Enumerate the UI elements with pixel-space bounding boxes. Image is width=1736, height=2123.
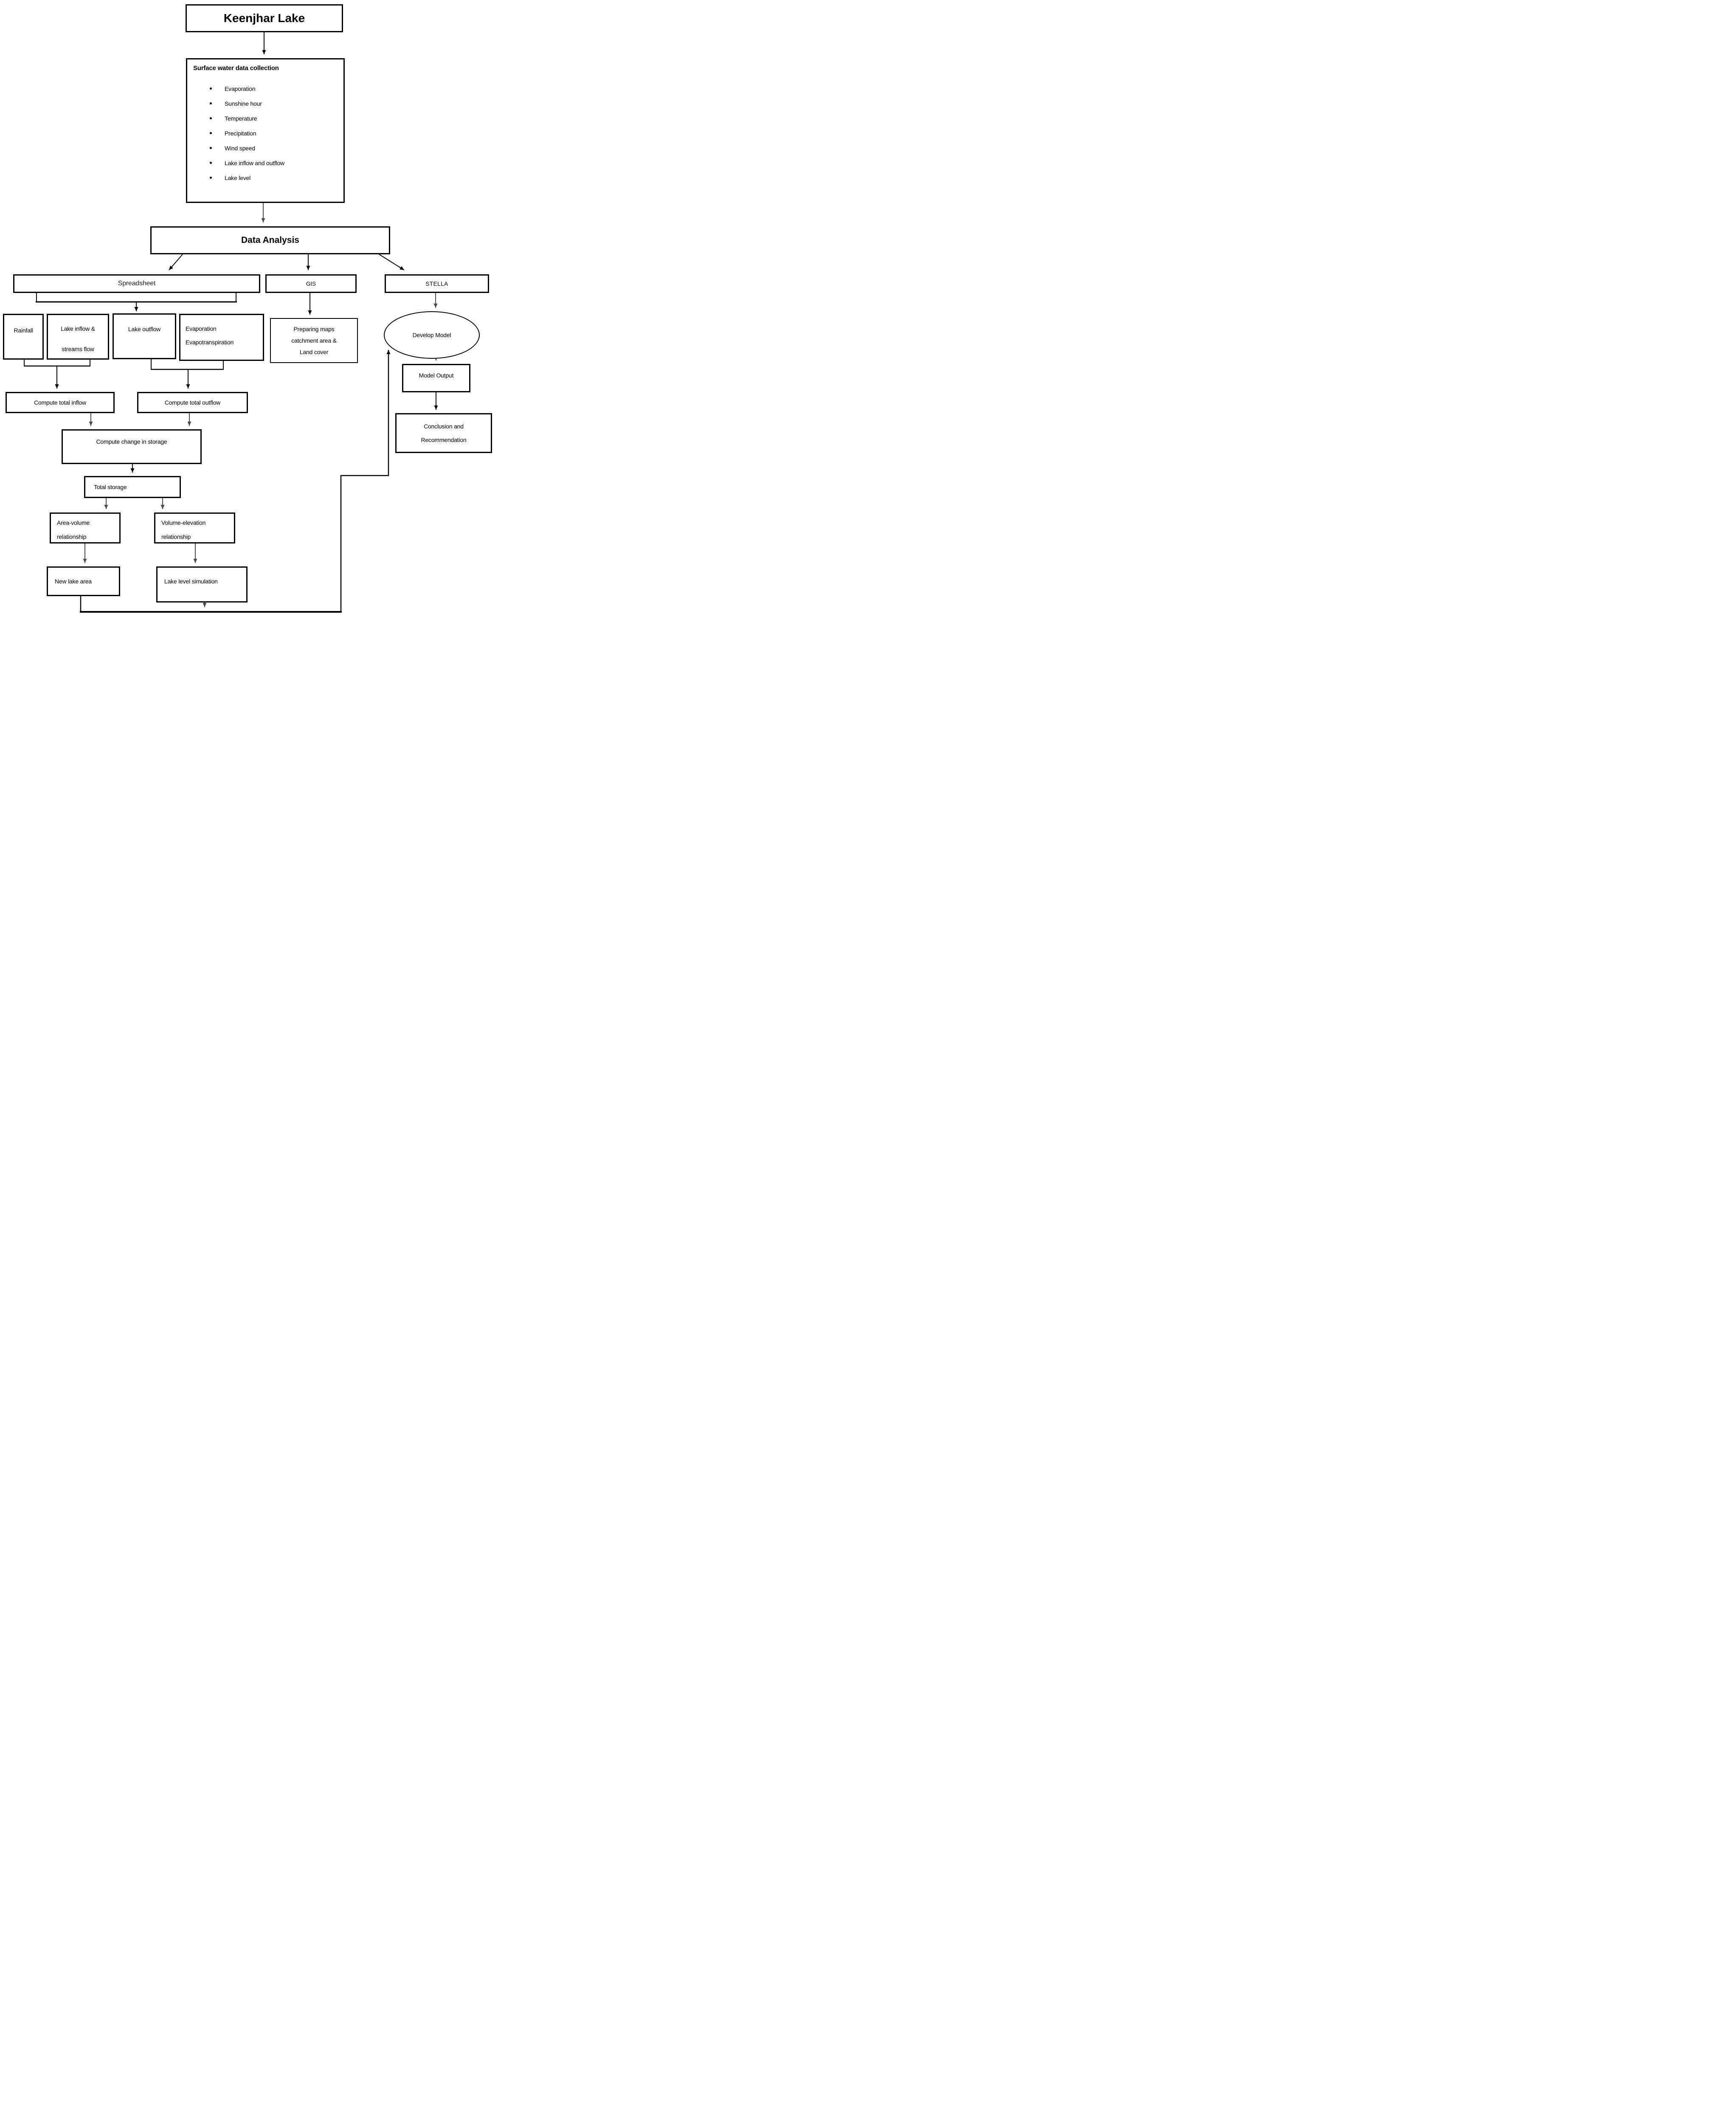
list-item: Evaporation xyxy=(210,81,343,96)
bullet-icon xyxy=(210,132,212,134)
node-label: STELLA xyxy=(425,280,448,287)
node-spreadsheet: Spreadsheet xyxy=(13,274,260,293)
bracket-to-compute-outflow xyxy=(151,359,224,389)
feedback-path-to-develop-model xyxy=(80,350,391,613)
list-item: Sunshine hour xyxy=(210,96,343,111)
node-label: Compute total outflow xyxy=(164,399,221,406)
node-label-line1: Preparing maps xyxy=(293,326,335,332)
node-label: New lake area xyxy=(55,578,92,585)
bracket-spreadsheet xyxy=(36,293,237,311)
node-label-line1: Conclusion and xyxy=(424,423,464,430)
node-label-line2: Recommendation xyxy=(421,436,467,443)
node-label-line1: Area-volume xyxy=(57,519,90,526)
bullet-icon xyxy=(210,147,212,149)
node-compute-total-outflow: Compute total outflow xyxy=(137,392,248,413)
node-lake-level-simulation: Lake level simulation xyxy=(156,566,248,603)
node-label: GIS xyxy=(306,280,316,287)
node-lake-inflow-streams-flow: Lake inflow & streams flow xyxy=(47,314,109,360)
node-stella: STELLA xyxy=(385,274,489,293)
node-data-analysis: Data Analysis xyxy=(150,226,390,254)
list-item: Lake inflow and outflow xyxy=(210,155,343,170)
list-item: Wind speed xyxy=(210,141,343,155)
node-label: Model Output xyxy=(419,372,454,379)
node-new-lake-area: New lake area xyxy=(47,566,120,596)
node-develop-model-ellipse: Develop Model xyxy=(384,311,480,359)
node-label-line2: catchment area & xyxy=(291,337,337,344)
node-label-line2: relationship xyxy=(161,533,191,540)
bullet-icon xyxy=(210,117,212,119)
edge-data-analysis-to-stella xyxy=(379,254,405,270)
node-surface-water-data-collection: Surface water data collection Evaporatio… xyxy=(186,58,345,203)
list-item: Precipitation xyxy=(210,126,343,141)
node-lake-outflow: Lake outflow xyxy=(113,313,176,359)
node-label-line2: streams flow xyxy=(62,346,94,352)
flowchart-canvas: Keenjhar Lake Surface water data collect… xyxy=(0,0,492,614)
node-volume-elevation-relationship: Volume-elevation relationship xyxy=(154,512,235,543)
bullet-icon xyxy=(210,177,212,179)
node-label-line1: Evaporation xyxy=(186,325,217,332)
node-label: Lake level simulation xyxy=(164,578,218,585)
node-label-line3: Land cover xyxy=(299,349,329,355)
list-item: Lake level xyxy=(210,170,343,185)
node-area-volume-relationship: Area-volume relationship xyxy=(50,512,121,543)
node-keenjhar-lake: Keenjhar Lake xyxy=(186,4,343,32)
bullet-icon xyxy=(210,162,212,164)
connector-lines xyxy=(24,32,438,613)
node-label: Data Analysis xyxy=(241,235,299,245)
node-conclusion-recommendation: Conclusion and Recommendation xyxy=(395,413,492,453)
node-gis: GIS xyxy=(265,274,357,293)
node-label-line2: Evapotranspiration xyxy=(186,339,234,346)
surface-water-bullet-list: Evaporation Sunshine hour Temperature Pr… xyxy=(187,81,343,185)
node-preparing-maps: Preparing maps catchment area & Land cov… xyxy=(270,318,358,363)
node-compute-change-in-storage: Compute change in storage xyxy=(62,429,202,464)
bullet-icon xyxy=(210,102,212,104)
node-label: Lake outflow xyxy=(128,326,161,332)
node-label: Compute total inflow xyxy=(34,399,86,406)
node-label-line2: relationship xyxy=(57,533,87,540)
node-model-output: Model Output xyxy=(402,364,470,392)
bracket-to-compute-inflow xyxy=(24,360,90,389)
node-label: Rainfall xyxy=(14,327,33,334)
surface-water-title: Surface water data collection xyxy=(193,65,279,72)
node-label: Spreadsheet xyxy=(118,280,156,287)
bullet-icon xyxy=(210,87,212,90)
node-compute-total-inflow: Compute total inflow xyxy=(6,392,115,413)
node-evaporation-evapotranspiration: Evaporation Evapotranspiration xyxy=(179,314,264,361)
node-label: Total storage xyxy=(94,484,127,490)
node-label: Develop Model xyxy=(412,332,451,338)
edge-data-analysis-to-spreadsheet xyxy=(169,254,183,270)
node-label-line1: Lake inflow & xyxy=(61,325,95,332)
node-rainfall: Rainfall xyxy=(3,314,44,360)
node-label-line1: Volume-elevation xyxy=(161,519,206,526)
list-item: Temperature xyxy=(210,111,343,126)
node-label: Compute change in storage xyxy=(96,438,167,445)
node-total-storage: Total storage xyxy=(84,476,181,498)
node-label: Keenjhar Lake xyxy=(223,11,305,25)
